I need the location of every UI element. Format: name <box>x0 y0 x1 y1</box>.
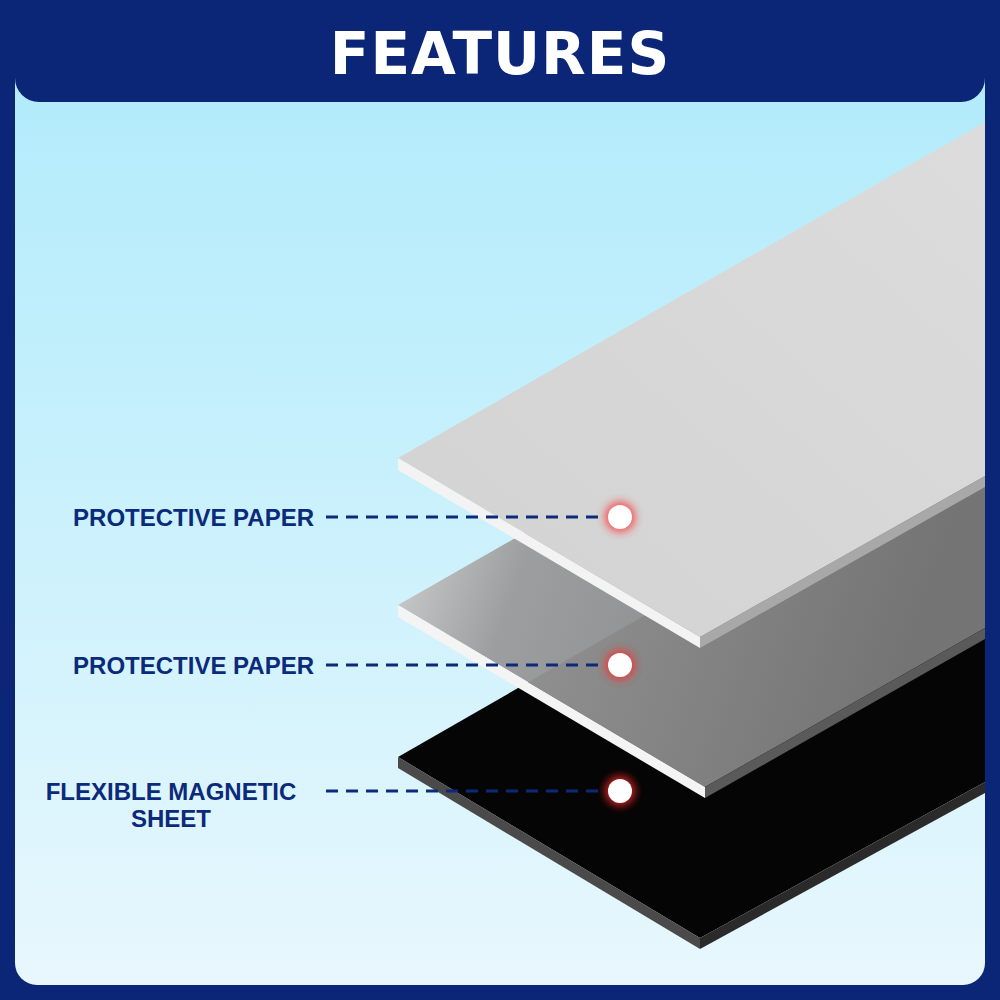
leader-lines <box>326 517 606 791</box>
title: FEATURES <box>0 14 1000 94</box>
callout-dots <box>605 502 635 806</box>
callout-label: FLEXIBLE MAGNETIC SHEET <box>26 778 316 832</box>
callout-label: PROTECTIVE PAPER <box>24 504 314 531</box>
top-paper <box>398 122 985 648</box>
callout-label: PROTECTIVE PAPER <box>24 652 314 679</box>
